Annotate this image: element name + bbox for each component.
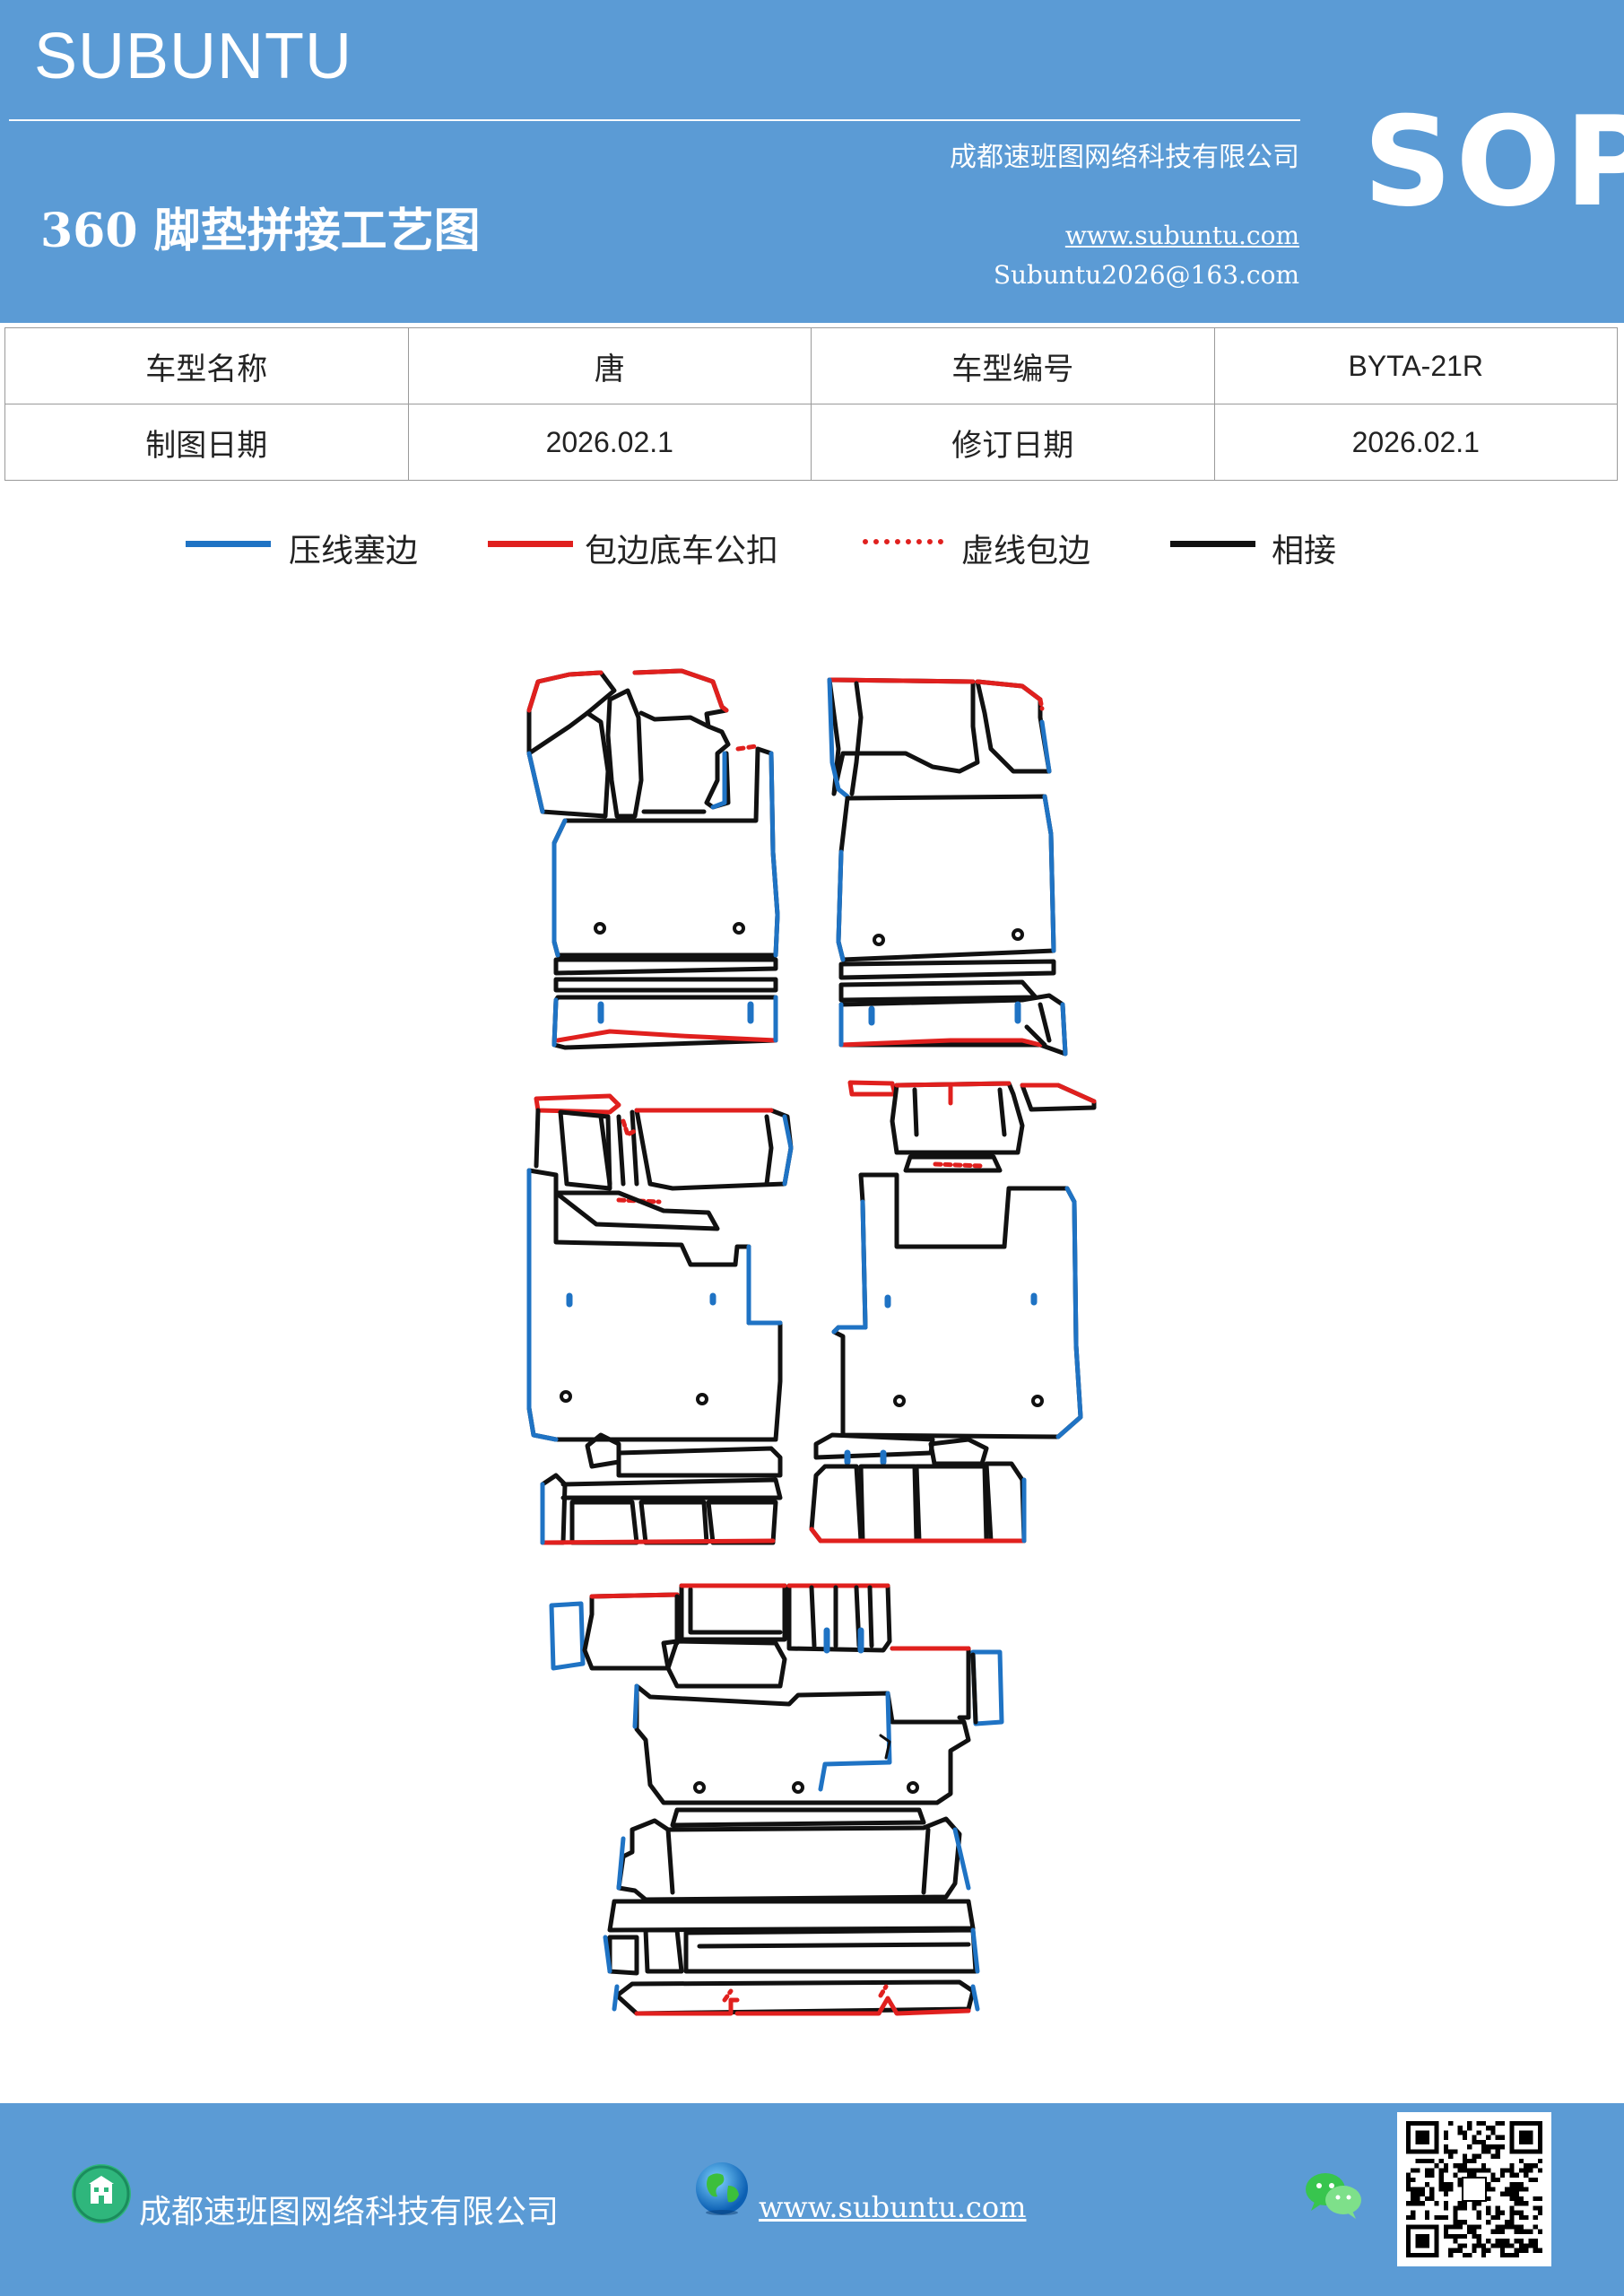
header-website-link[interactable]: www.subuntu.com <box>1064 221 1299 250</box>
footer-company: 成都速班图网络科技有限公司 <box>139 2194 560 2231</box>
footer-banner: 成都速班图网络科技有限公司 www.subuntu.com <box>0 2103 1624 2296</box>
value-model-code: BYTA-21R <box>1213 327 1618 404</box>
legend-label-join: 相接 <box>1272 533 1337 570</box>
page-title: 360 脚垫拼接工艺图 <box>40 204 481 258</box>
sop-badge: SOP <box>1363 90 1624 234</box>
mat-front-left <box>526 668 780 1050</box>
header-email[interactable]: Subuntu2026@163.com <box>993 260 1299 290</box>
globe-icon <box>692 2159 751 2218</box>
building-icon <box>72 2164 131 2223</box>
wechat-icon <box>1302 2168 1365 2222</box>
label-draw-date: 制图日期 <box>4 404 409 481</box>
vehicle-info-table: 车型名称 唐 车型编号 BYTA-21R 制图日期 2026.02.1 修订日期… <box>4 327 1618 481</box>
legend-swatch-join <box>1170 541 1255 547</box>
mat-rear-left <box>526 1093 794 1545</box>
value-draw-date: 2026.02.1 <box>407 404 812 481</box>
label-model-code: 车型编号 <box>811 327 1215 404</box>
table-row: 制图日期 2026.02.1 修订日期 2026.02.1 <box>4 404 1618 481</box>
header-company: 成都速班图网络科技有限公司 <box>950 142 1299 173</box>
qr-code[interactable] <box>1397 2112 1551 2266</box>
value-revise-date: 2026.02.1 <box>1213 404 1618 481</box>
floor-mat-diagram <box>526 668 1097 2016</box>
mat-third-row <box>549 1583 1004 2016</box>
label-model-name: 车型名称 <box>4 327 409 404</box>
legend-swatch-press <box>186 541 271 547</box>
mat-rear-right <box>809 1080 1097 1544</box>
legend-swatch-dotted-wrap <box>863 539 943 544</box>
header-banner: SUBUNTU 成都速班图网络科技有限公司 360 脚垫拼接工艺图 www.su… <box>0 0 1624 323</box>
brand-name: SUBUNTU <box>34 21 353 92</box>
legend-label-dotted-wrap: 虚线包边 <box>961 533 1091 570</box>
legend-label-wrap: 包边底车公扣 <box>585 533 779 570</box>
mat-front-right <box>827 677 1068 1057</box>
label-revise-date: 修订日期 <box>811 404 1215 481</box>
header-divider <box>9 119 1300 121</box>
table-row: 车型名称 唐 车型编号 BYTA-21R <box>4 327 1618 404</box>
legend-swatch-wrap <box>488 541 573 547</box>
value-model-name: 唐 <box>407 327 812 404</box>
footer-website-link[interactable]: www.subuntu.com <box>759 2190 1027 2224</box>
line-legend: 压线塞边 包边底车公扣 虚线包边 相接 <box>0 525 1624 578</box>
legend-label-press: 压线塞边 <box>289 533 419 570</box>
